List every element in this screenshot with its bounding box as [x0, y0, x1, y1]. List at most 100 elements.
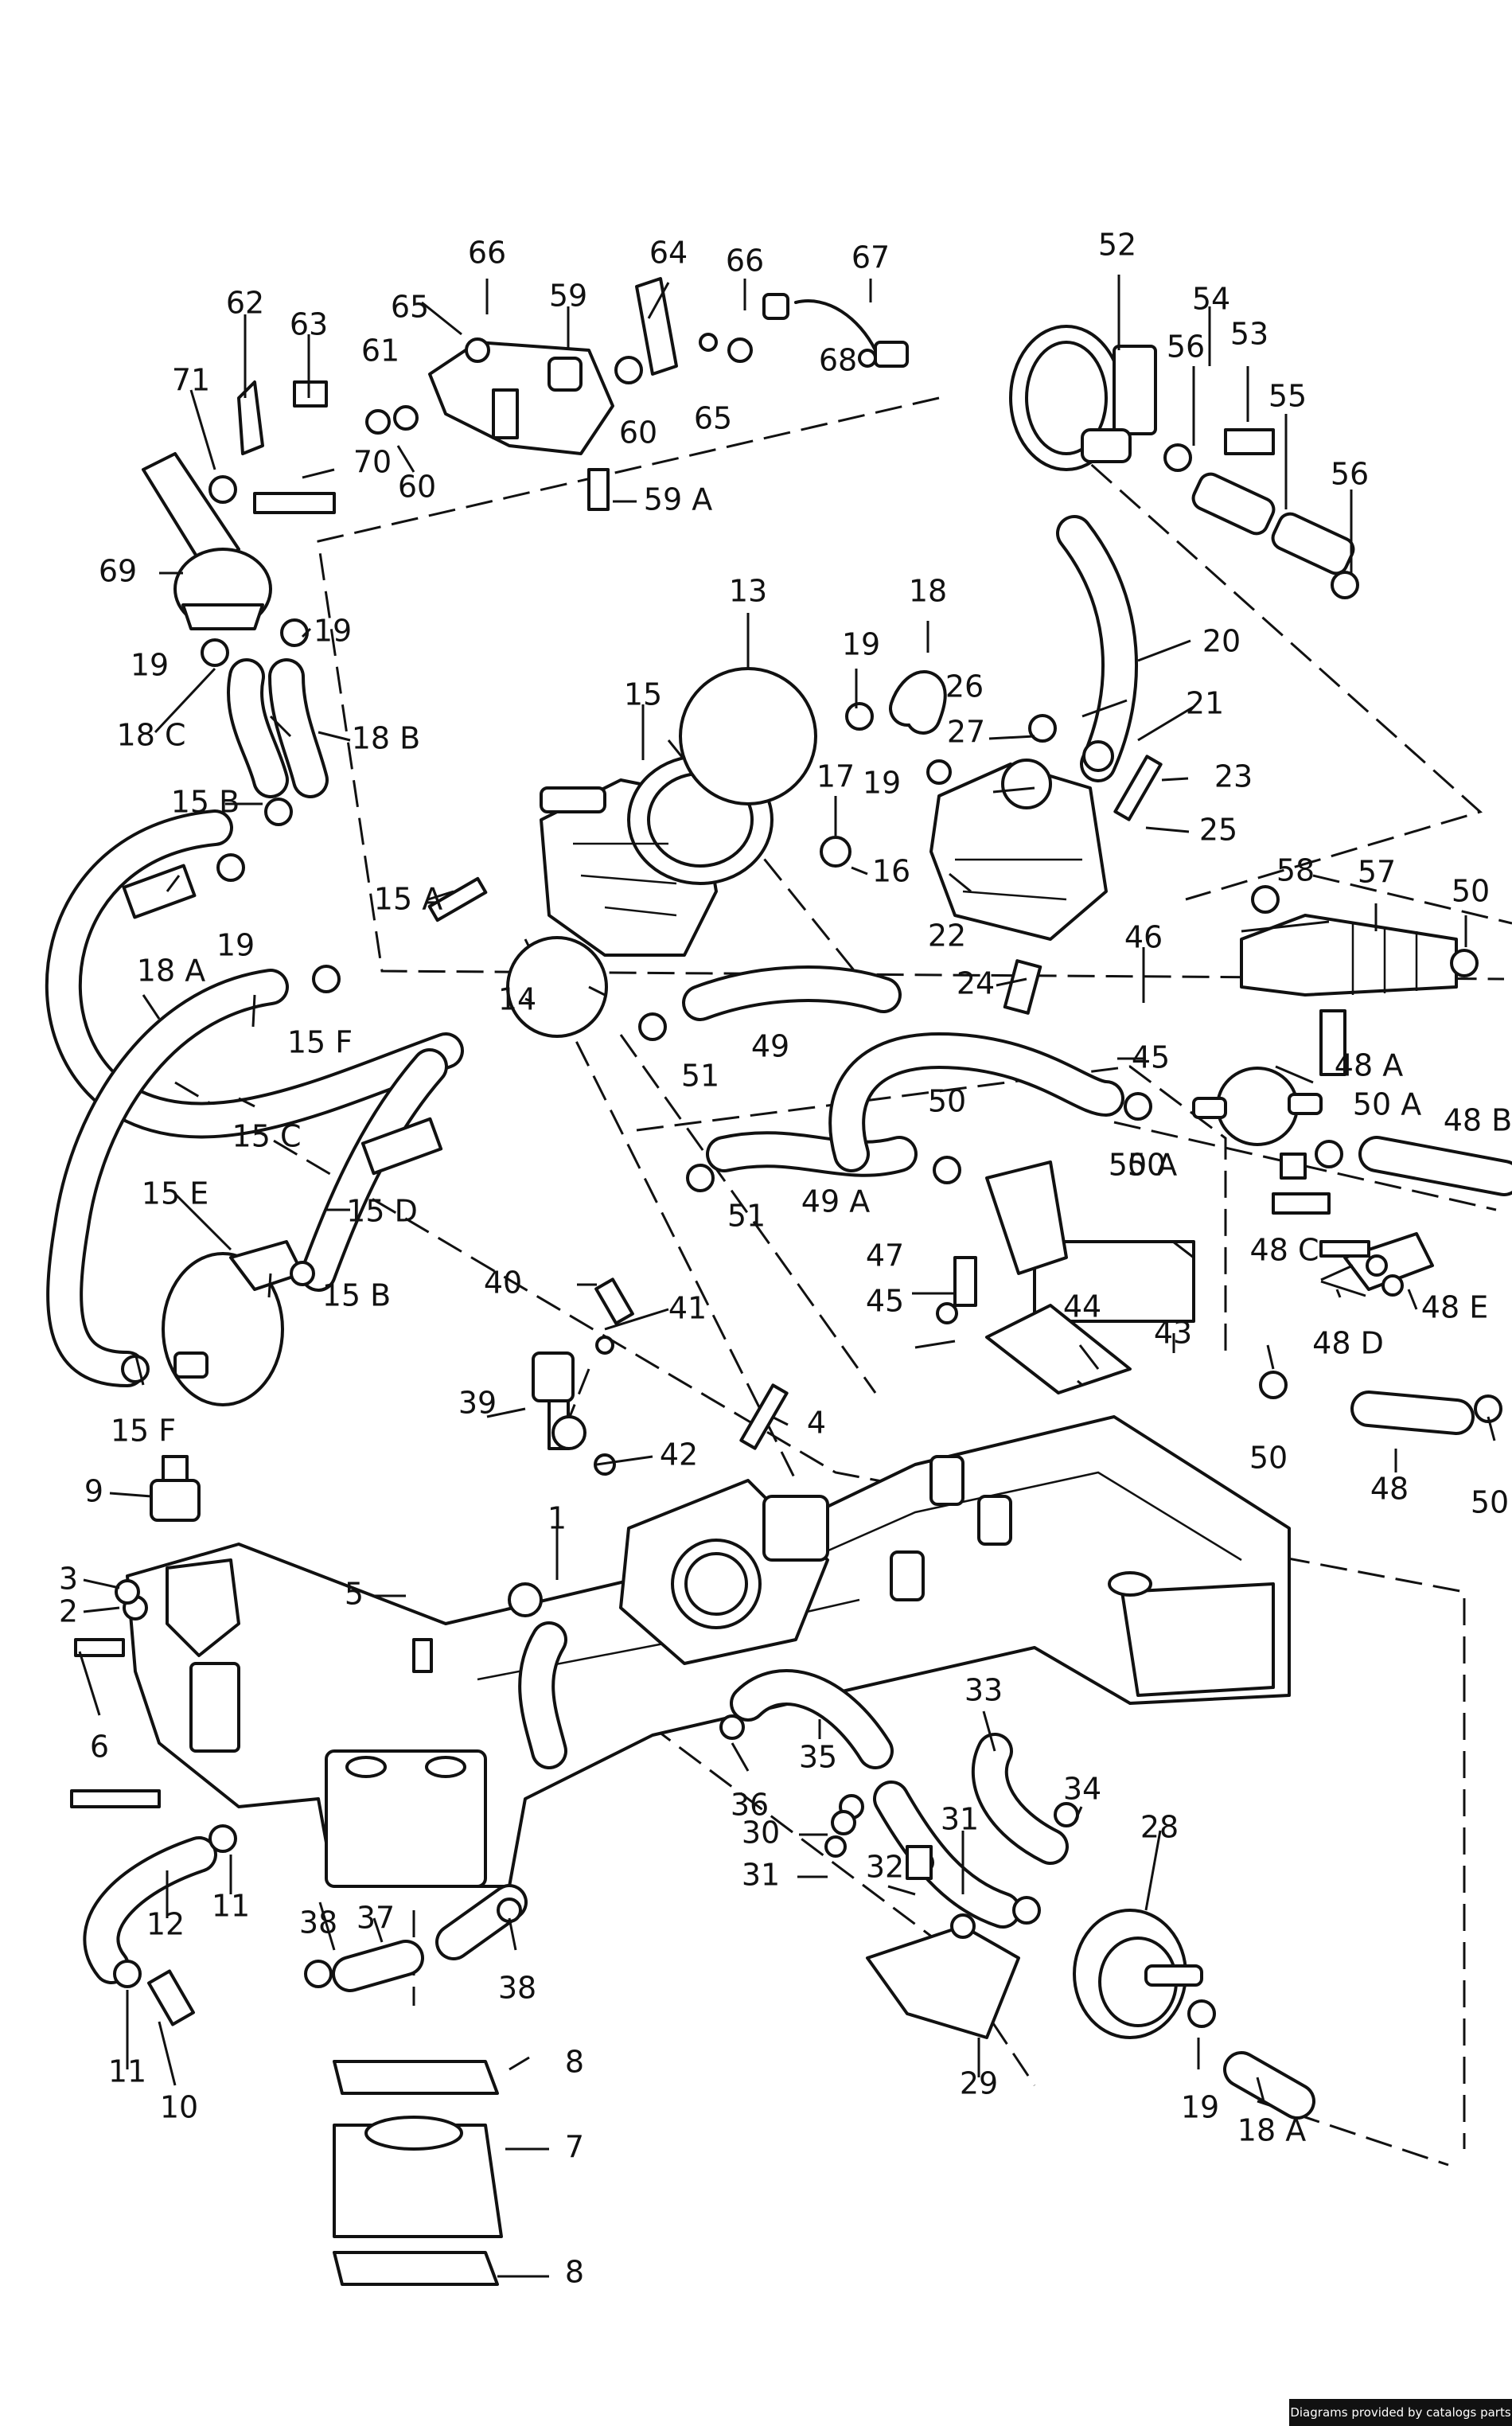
- callout: 26: [945, 669, 984, 704]
- callout: 50 A: [1353, 1087, 1421, 1122]
- callout: 44: [1063, 1289, 1101, 1324]
- callout: 59 A: [644, 482, 712, 517]
- callout: 54: [1192, 282, 1230, 317]
- callout: 62: [226, 286, 264, 321]
- leader-lines: [78, 275, 1496, 2278]
- callout: 56: [1167, 330, 1205, 365]
- callout: 57: [1358, 855, 1396, 890]
- callout: 65: [391, 290, 429, 325]
- callout: 49: [751, 1029, 789, 1064]
- callout: 42: [660, 1437, 698, 1472]
- callout: 45: [866, 1284, 904, 1319]
- callout: 18 C: [117, 718, 186, 753]
- callout: 24: [957, 966, 995, 1001]
- callout: 11: [212, 1889, 250, 1924]
- callout: 48: [1370, 1472, 1409, 1507]
- callout: 66: [726, 244, 764, 279]
- gasket-14: [506, 936, 608, 1038]
- callout: 60: [619, 415, 657, 450]
- callout: 49 A: [801, 1184, 870, 1219]
- callout: 17: [816, 759, 855, 794]
- callout: 48 A: [1335, 1048, 1403, 1083]
- callout: 46: [1124, 920, 1163, 955]
- callout: 67: [851, 240, 890, 275]
- callout: 30: [742, 1816, 780, 1851]
- callout: 21: [1186, 686, 1224, 721]
- callout: 48 C: [1250, 1233, 1319, 1268]
- callout: 71: [172, 363, 210, 398]
- callout: 50: [928, 1084, 966, 1119]
- callout: 70: [353, 445, 392, 480]
- resonator: [162, 1240, 304, 1406]
- callout: 18: [909, 574, 947, 609]
- callout: 18 A: [137, 954, 205, 989]
- callout: 55: [1268, 379, 1307, 414]
- callout: 45: [1132, 1040, 1170, 1075]
- callout: 27: [947, 715, 985, 750]
- damper-69: [142, 452, 272, 630]
- housing-43: [985, 1160, 1195, 1323]
- sensor-39: [532, 1351, 586, 1450]
- callout: 19: [131, 648, 169, 683]
- gasket-8-lower: [333, 2251, 499, 2286]
- clamps-and-fasteners: [70, 293, 1502, 2028]
- callout: 15 B: [171, 785, 240, 820]
- callout: 8: [565, 2255, 584, 2290]
- callout: 50: [1452, 874, 1490, 909]
- callout: 41: [668, 1291, 707, 1326]
- callout: 8: [565, 2045, 584, 2080]
- callout: 60: [398, 470, 436, 505]
- intake-manifold: [126, 1415, 1291, 1888]
- callout: 15 F: [111, 1414, 176, 1449]
- callout: 31: [941, 1802, 979, 1837]
- callout: 38: [299, 1905, 337, 1940]
- callout: 63: [290, 307, 328, 342]
- callout: 20: [1202, 624, 1241, 659]
- callout: 7: [565, 2130, 584, 2165]
- callout: 50 A: [1109, 1148, 1177, 1183]
- callout: 16: [872, 854, 910, 889]
- callout: 12: [146, 1907, 185, 1942]
- vacuum-unit-52: [1009, 325, 1157, 471]
- lever-62: [237, 380, 264, 455]
- callout: 15 D: [346, 1194, 418, 1229]
- callout: 37: [357, 1901, 395, 1936]
- callout: 18 B: [352, 721, 421, 756]
- callout: 35: [799, 1740, 837, 1775]
- callout: 50: [1249, 1441, 1288, 1476]
- callout: 34: [1063, 1772, 1101, 1807]
- mount-9: [150, 1455, 201, 1522]
- gasket-13: [679, 667, 817, 805]
- callout: 4: [807, 1406, 826, 1441]
- throttle-body: [540, 755, 774, 957]
- callout: 19: [1181, 2090, 1219, 2125]
- callout: 19: [216, 928, 255, 963]
- callout: 13: [729, 574, 767, 609]
- callout: 10: [160, 2090, 198, 2125]
- callout: 15 F: [287, 1025, 353, 1060]
- valve-48a: [1192, 1067, 1323, 1146]
- callout: 15 B: [322, 1278, 392, 1313]
- spacer-7: [333, 2116, 503, 2238]
- callout: 61: [361, 333, 399, 369]
- hoses: [45, 515, 1512, 2120]
- callout: 51: [681, 1059, 719, 1094]
- callout: 23: [1214, 759, 1253, 794]
- callout: 15 C: [232, 1119, 302, 1154]
- callout: 68: [819, 343, 857, 378]
- bracket-44: [985, 1304, 1132, 1394]
- callout: 29: [960, 2066, 998, 2101]
- diagram-credit: Diagrams provided by catalogs parts: [1289, 2399, 1512, 2426]
- callout: 18 A: [1237, 2113, 1306, 2148]
- callout: 51: [727, 1199, 766, 1234]
- callout: 19: [314, 614, 352, 649]
- tube-57: [1240, 914, 1458, 997]
- callout: 19: [842, 627, 880, 662]
- callout: 40: [484, 1266, 522, 1301]
- bracket-48c: [1343, 1232, 1434, 1291]
- callout: 47: [866, 1238, 904, 1273]
- callout: 56: [1331, 457, 1369, 492]
- callout: 15 A: [374, 882, 442, 917]
- callout: 48 B: [1444, 1103, 1512, 1138]
